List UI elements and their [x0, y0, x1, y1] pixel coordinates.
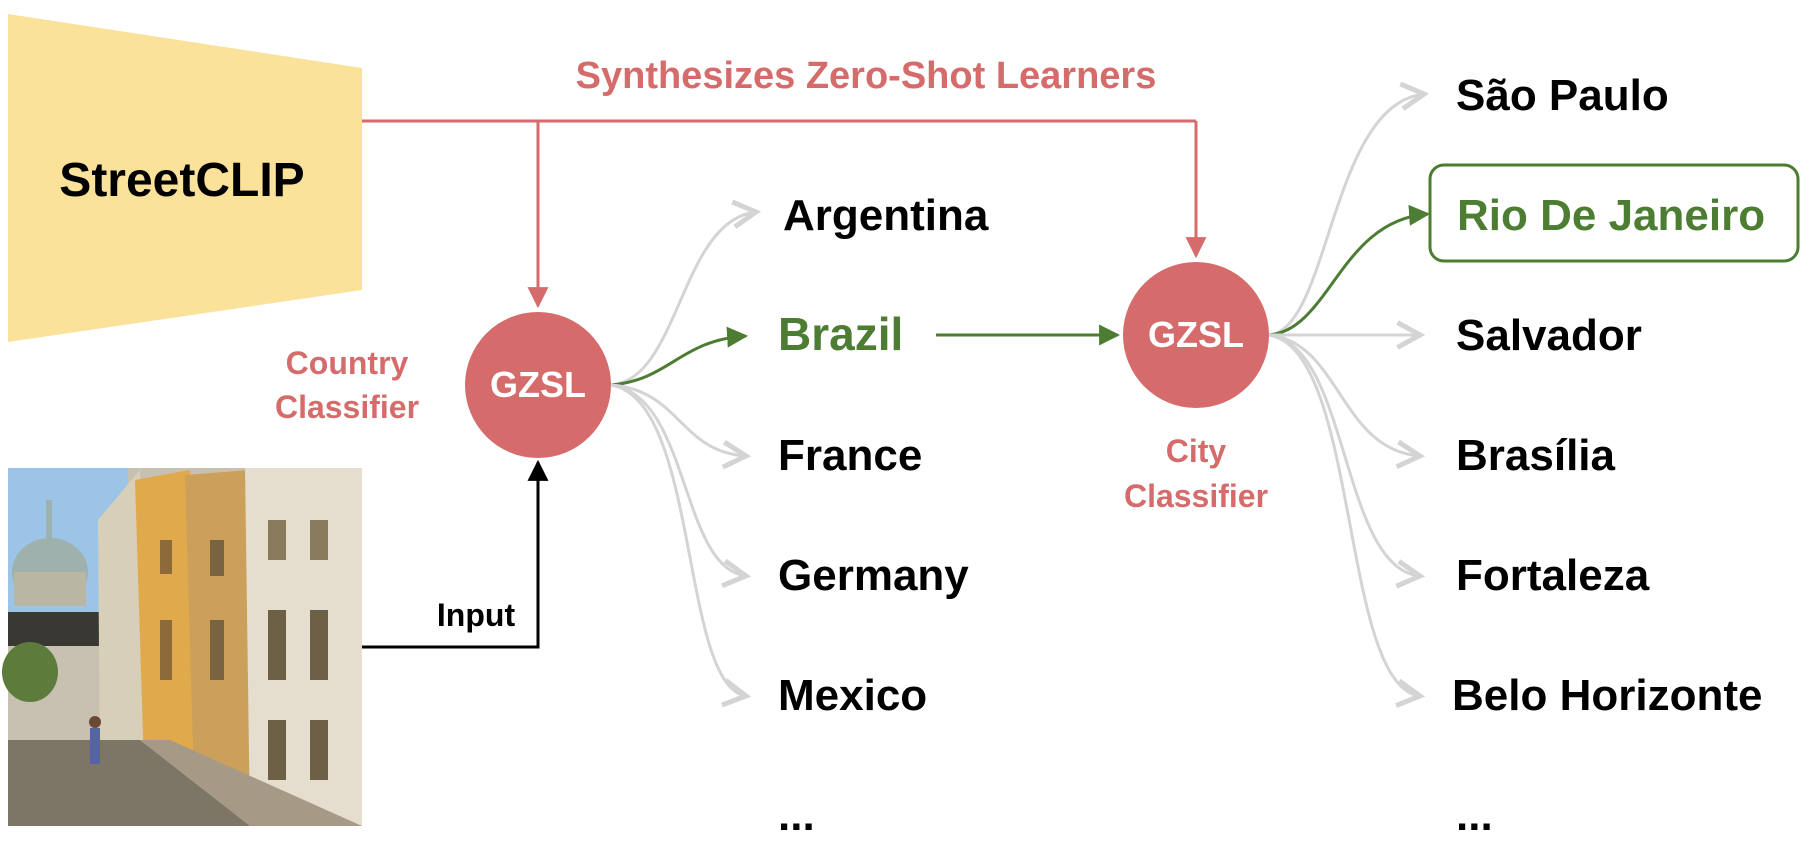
- city-label: Fortaleza: [1456, 551, 1650, 600]
- country-classifier-caption-2: Classifier: [275, 389, 419, 425]
- country-label: Mexico: [778, 671, 927, 720]
- city-classifier-caption-2: Classifier: [1124, 478, 1268, 514]
- street-photo: [2, 468, 362, 826]
- city-arrow-brasilia: [1268, 333, 1420, 456]
- city-list: São Paulo Rio De Janeiro Salvador Brasíl…: [1452, 71, 1765, 840]
- city-gzsl-label: GZSL: [1148, 314, 1244, 355]
- country-arrow-france: [610, 383, 746, 456]
- country-ellipsis: ...: [778, 791, 815, 840]
- city-fan-arrows: [1268, 94, 1431, 696]
- country-list: Argentina Brazil France Germany Mexico .…: [778, 191, 989, 840]
- city-label: São Paulo: [1456, 71, 1669, 120]
- input-arrow: [362, 459, 549, 649]
- country-arrow-brazil: [610, 326, 749, 387]
- selected-city-box: [1428, 163, 1800, 263]
- city-label: Brasília: [1456, 431, 1616, 480]
- country-fan-arrows: [610, 212, 756, 696]
- streetclip-model-shape: [8, 14, 362, 342]
- country-gzsl-label: GZSL: [490, 364, 586, 405]
- city-arrow-rio: [1268, 204, 1431, 337]
- synth-label: Synthesizes Zero-Shot Learners: [576, 55, 1157, 97]
- city-classifier-caption-1: City: [1166, 433, 1227, 469]
- input-label: Input: [437, 597, 516, 633]
- city-gzsl-node: [1123, 262, 1269, 408]
- country-classifier-caption-1: Country: [286, 345, 409, 381]
- country-arrow-argentina: [610, 212, 756, 387]
- country-label-selected: Brazil: [778, 308, 903, 360]
- city-arrow-belo-horizonte: [1268, 333, 1420, 696]
- city-label: Belo Horizonte: [1452, 671, 1762, 720]
- city-arrow-sao-paulo: [1268, 94, 1424, 337]
- country-label: Argentina: [783, 191, 989, 240]
- city-ellipsis: ...: [1456, 791, 1493, 840]
- city-label-selected: Rio De Janeiro: [1457, 191, 1765, 240]
- city-arrow-fortaleza: [1268, 333, 1420, 576]
- model-name: StreetCLIP: [59, 154, 304, 207]
- country-gzsl-node: [465, 312, 611, 458]
- country-arrow-mexico: [610, 383, 746, 696]
- country-label: France: [778, 431, 922, 480]
- country-arrow-germany: [610, 383, 746, 576]
- city-label: Salvador: [1456, 311, 1642, 360]
- country-label: Germany: [778, 551, 969, 600]
